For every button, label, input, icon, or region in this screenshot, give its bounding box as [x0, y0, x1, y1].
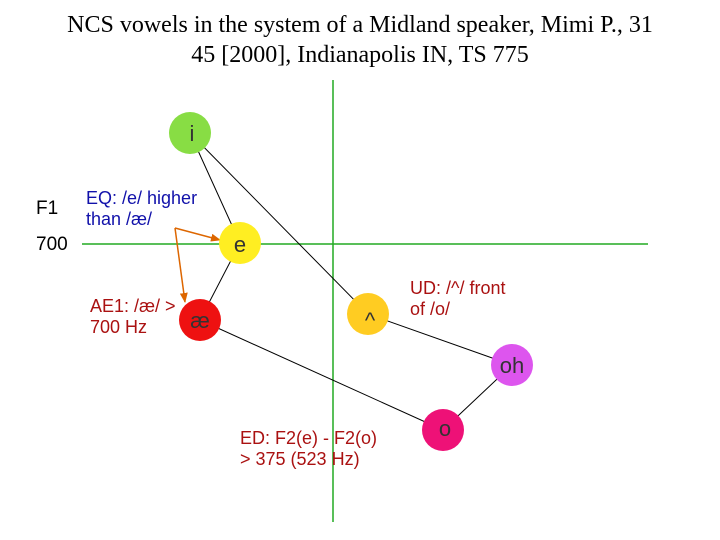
vowel-oh-symbol: oh: [500, 353, 524, 378]
annotation-eq-line-2: than /æ/: [86, 209, 153, 229]
vowel-uh: ^: [347, 293, 389, 335]
vowel-oh-circle: [491, 344, 533, 386]
title-line-1: NCS vowels in the system of a Midland sp…: [67, 12, 653, 38]
annotation-ud-line-1: UD: /^/ front: [410, 278, 506, 298]
vowel-uh-circle: [347, 293, 389, 335]
arrow-eq-to-ae: [174, 227, 188, 303]
vowel-ae: æ: [179, 299, 221, 341]
annotation-ed-line-2: > 375 (523 Hz): [240, 449, 360, 469]
arrow-eq-to-e: [174, 227, 221, 242]
vowel-ae-symbol: æ: [190, 308, 210, 333]
annotation-ud-line-2: of /o/: [410, 299, 451, 319]
annotation-ud: UD: /^/ front of /o/: [410, 278, 505, 320]
vowel-o-symbol: o: [439, 416, 451, 441]
annotation-eq: EQ: /e/ higher than /æ/: [86, 188, 197, 230]
annotation-ae1-line-1: AE1: /æ/ >: [90, 296, 176, 316]
f1-axis-value: 700: [36, 234, 68, 255]
annotation-ae1-line-2: 700 Hz: [90, 317, 148, 337]
vowel-oh: oh: [491, 344, 533, 386]
vowel-e-symbol: e: [234, 232, 246, 257]
vowel-i-circle: [169, 112, 211, 154]
vowel-i: i: [169, 112, 211, 154]
vowel-o: o: [422, 409, 464, 451]
vowel-uh-symbol: ^: [365, 308, 376, 333]
vowel-o-circle: [422, 409, 464, 451]
annotation-ed: ED: F2(e) - F2(o) > 375 (523 Hz): [240, 428, 377, 470]
vowel-e-circle: [219, 222, 261, 264]
vowel-e: e: [219, 222, 261, 264]
annotation-eq-line-1: EQ: /e/ higher: [86, 188, 198, 208]
f1-axis-label: F1: [36, 198, 59, 219]
annotation-ae1: AE1: /æ/ > 700 Hz: [90, 296, 176, 338]
slide-title: NCS vowels in the system of a Midland sp…: [40, 10, 680, 70]
title-line-2: 45 [2000], Indianapolis IN, TS 775: [191, 42, 529, 68]
vowel-i-symbol: i: [190, 121, 195, 146]
vowel-ae-circle: [179, 299, 221, 341]
annotation-ed-line-1: ED: F2(e) - F2(o): [240, 428, 378, 448]
